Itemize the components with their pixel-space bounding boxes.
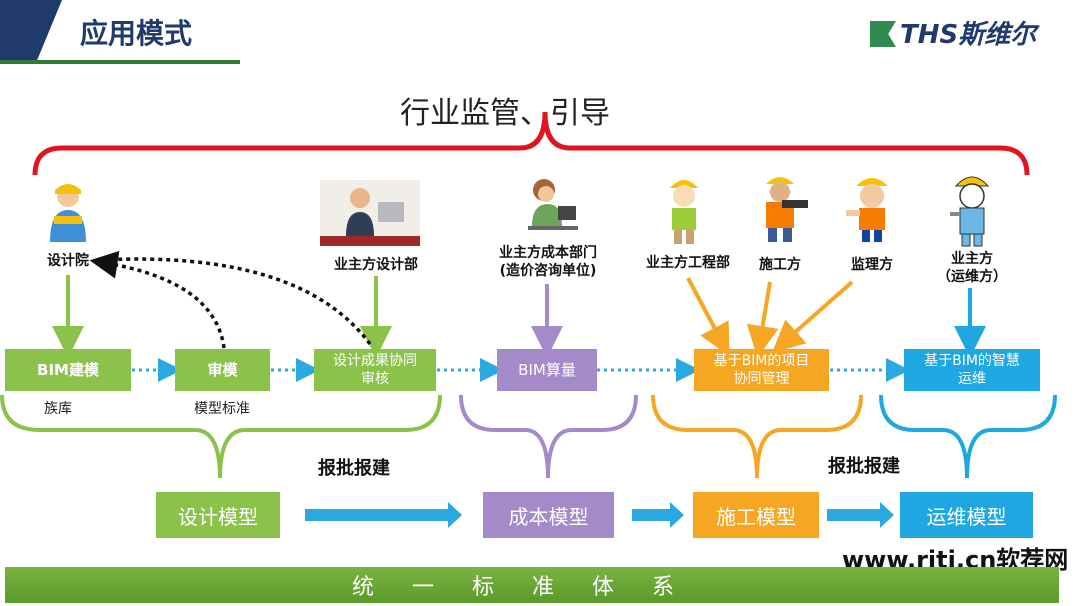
role-supervision: 监理方 bbox=[851, 257, 893, 273]
role-owner-engineering: 业主方工程部 bbox=[646, 255, 730, 271]
model-construction: 施工模型 bbox=[693, 492, 819, 538]
approval-left: 报批报建 bbox=[318, 458, 390, 479]
model-design: 设计模型 bbox=[156, 492, 280, 538]
supervisor-avatar bbox=[846, 170, 898, 242]
office-worker-avatar bbox=[320, 180, 420, 246]
process-project-collab: 基于BIM的项目协同管理 bbox=[694, 349, 829, 391]
process-design-collab-line1: 设计成果协同 bbox=[333, 353, 417, 369]
process-design-collab-line2: 审核 bbox=[361, 371, 389, 387]
unified-standard-bar: 统一标准体系 bbox=[5, 567, 1059, 603]
page-title: 应用模式 bbox=[80, 17, 193, 50]
construction-worker-avatar bbox=[752, 170, 810, 244]
process-review: 审模 bbox=[175, 349, 270, 391]
approval-right: 报批报建 bbox=[828, 456, 900, 477]
process-bim-model: BIM建模 bbox=[5, 349, 131, 391]
arrow-supervision bbox=[772, 280, 854, 353]
cost-worker-avatar bbox=[518, 176, 582, 240]
logo-text: THS斯维尔 bbox=[900, 20, 1037, 50]
model-arrow-1 bbox=[305, 502, 462, 528]
process-design-collab: 设计成果协同审核 bbox=[314, 349, 436, 391]
model-ops: 运维模型 bbox=[900, 492, 1033, 538]
model-arrow-3 bbox=[827, 502, 894, 528]
role-owner-cost: 业主方成本部门 (造价咨询单位) bbox=[480, 244, 616, 280]
top-red-bracket bbox=[32, 111, 1030, 176]
role-owner-ops-line1: 业主方 bbox=[951, 251, 993, 267]
note-family-lib: 族库 bbox=[44, 401, 72, 417]
arrow-construction bbox=[746, 281, 779, 358]
model-cost: 成本模型 bbox=[483, 492, 614, 538]
role-owner-ops: 业主方 （运维方） bbox=[932, 250, 1012, 286]
bracket-design bbox=[0, 394, 442, 479]
process-project-collab-line1: 基于BIM的项目 bbox=[713, 353, 810, 369]
bracket-ops bbox=[879, 394, 1057, 479]
supervision-title: 行业监管、引导 bbox=[400, 96, 610, 131]
process-bim-calc: BIM算量 bbox=[497, 349, 597, 391]
bracket-construction bbox=[651, 394, 863, 479]
role-design-institute: 设计院 bbox=[47, 253, 89, 269]
header-underline bbox=[0, 60, 240, 64]
arrow-owner-eng bbox=[686, 277, 730, 357]
feedback-curve-review bbox=[89, 250, 226, 349]
process-smart-ops-line2: 运维 bbox=[958, 371, 986, 387]
bracket-cost bbox=[459, 394, 638, 479]
note-model-std: 模型标准 bbox=[194, 401, 250, 417]
role-owner-design: 业主方设计部 bbox=[334, 257, 418, 273]
role-owner-cost-line1: 业主方成本部门 bbox=[499, 245, 597, 261]
company-logo: THS斯维尔 bbox=[870, 14, 1036, 51]
role-owner-ops-line2: （运维方） bbox=[937, 269, 1007, 285]
ops-worker-avatar bbox=[946, 168, 998, 248]
engineer-avatar bbox=[660, 172, 708, 246]
process-smart-ops-line1: 基于BIM的智慧 bbox=[924, 353, 1020, 369]
role-owner-cost-line2: (造价咨询单位) bbox=[499, 263, 597, 279]
process-smart-ops: 基于BIM的智慧运维 bbox=[904, 349, 1040, 391]
role-construction: 施工方 bbox=[759, 257, 801, 273]
model-arrow-2 bbox=[632, 502, 684, 528]
process-project-collab-line2: 协同管理 bbox=[733, 371, 790, 387]
designer-avatar bbox=[40, 180, 96, 242]
